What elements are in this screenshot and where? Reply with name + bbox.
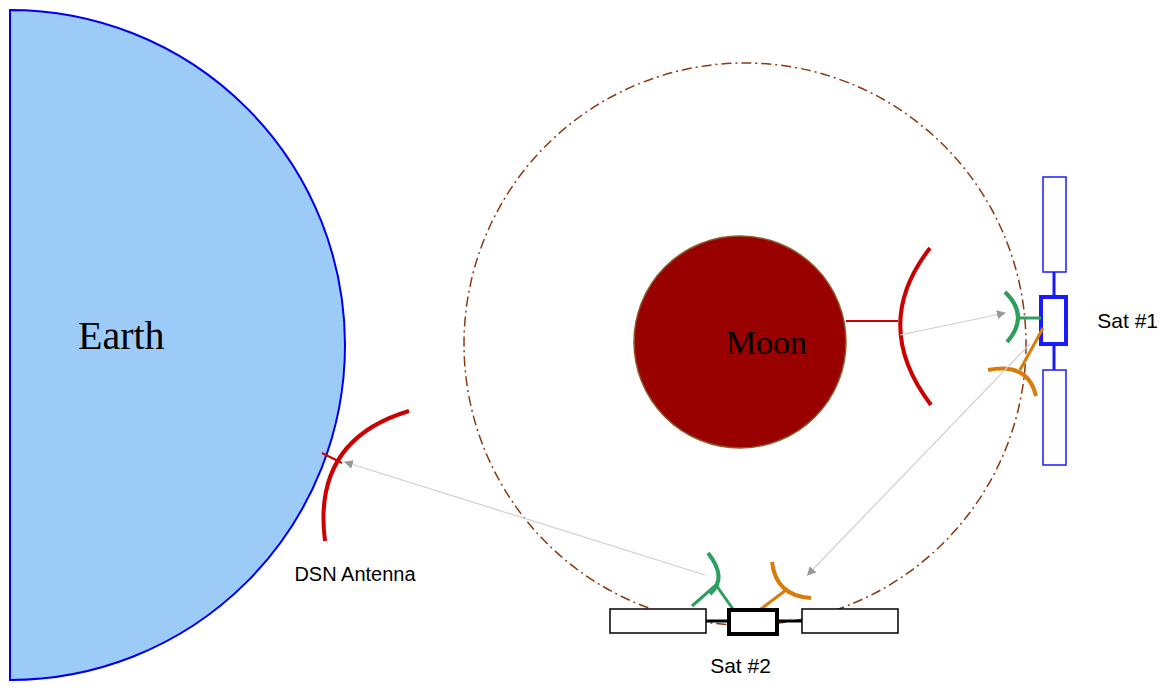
orange-antenna-dish (772, 562, 811, 598)
moon-antenna-dish (900, 248, 931, 405)
solar-panel (610, 609, 706, 633)
antenna-node: DSN Antenna (270, 462, 440, 588)
moon-node: Moon (633, 235, 900, 450)
solar-panel (1043, 177, 1066, 272)
satellite-body (729, 610, 777, 634)
node-label: Sat #2 (710, 654, 771, 678)
signal-arrow (900, 313, 1005, 335)
satellite-node: Sat #2 (690, 575, 815, 680)
green-antenna-stem (716, 585, 735, 612)
panel-boom (1053, 344, 1056, 370)
satellite-node: Sat #1 (1005, 297, 1160, 344)
signal-arrow (345, 462, 705, 575)
node-label: Sat #1 (1097, 309, 1158, 333)
panel-boom (706, 620, 729, 623)
green-antenna-stem (692, 585, 716, 606)
node-label: DSN Antenna (294, 563, 415, 586)
solar-panel (802, 609, 898, 633)
lunar-orbit (464, 63, 1026, 625)
panel-boom (1053, 272, 1056, 297)
green-antenna-dish (1005, 292, 1018, 342)
green-antenna-stem (1019, 317, 1041, 320)
moon-shape (634, 236, 846, 448)
orange-antenna-stem (1020, 328, 1043, 370)
solar-panel (1043, 370, 1066, 465)
dsn-antenna-dish (323, 411, 409, 541)
node-label: Moon (726, 324, 807, 362)
panel-boom (777, 620, 802, 623)
signal-arrow (808, 344, 1030, 575)
moon-antenna-stem (846, 320, 898, 322)
satellite-body (1041, 297, 1066, 344)
orange-antenna-dish (988, 368, 1036, 396)
node-label: Earth (78, 312, 165, 359)
